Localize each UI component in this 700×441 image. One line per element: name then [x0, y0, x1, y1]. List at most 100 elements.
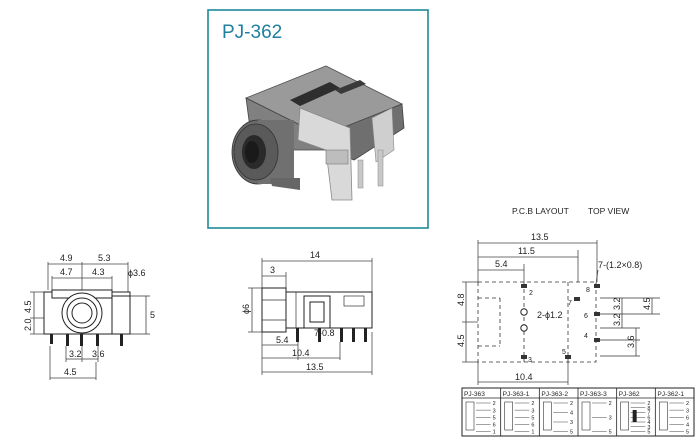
front-socket-inner	[71, 302, 93, 324]
schematic-label: PJ-363	[464, 391, 485, 398]
schematic-pin-number: 4	[647, 420, 650, 426]
schematic-jack	[581, 401, 591, 431]
schematic-pin-number: 3	[609, 415, 612, 421]
pcb-dim-4.5: 4.5	[456, 334, 466, 347]
schematic-pin-number: 3	[570, 420, 573, 426]
schematic-pin-number: 2	[493, 401, 496, 407]
pcb-view-label: TOP VIEW	[588, 206, 629, 216]
schematic-label: PJ-363-3	[580, 391, 607, 398]
pcb-dim-4.8: 4.8	[456, 293, 466, 306]
schematic-label: PJ-362	[619, 391, 640, 398]
schematic-pin-number: 3	[531, 408, 534, 414]
front-dim-3.6: 3.6	[92, 349, 105, 359]
pcb-slot	[521, 284, 527, 288]
schematic-label: PJ-363-1	[503, 391, 530, 398]
pcb-dim-5.4: 5.4	[495, 259, 508, 269]
schematic-pin-number: 4	[570, 411, 573, 417]
front-dim-4.9: 4.9	[60, 253, 73, 263]
schematic-pin-number: 3	[686, 408, 689, 414]
jack-3d-render	[231, 65, 405, 201]
pcb-pin-7: 7	[568, 300, 572, 307]
pcb-dim-11.5: 11.5	[518, 246, 535, 256]
schematic-pin-number: 2	[609, 401, 612, 407]
pcb-slot	[521, 355, 527, 359]
pcb-pin-3: 3	[528, 357, 532, 364]
side-dim-13.5: 13.5	[306, 362, 324, 372]
pcb-title: P.C.B LAYOUT	[512, 206, 569, 216]
schematic-jack	[543, 401, 552, 431]
pcb-slot	[565, 355, 571, 359]
schematic-jack	[504, 401, 513, 431]
pcb-pin-8: 8	[586, 287, 590, 294]
schematic-jack	[465, 401, 475, 431]
front-dim-4.3: 4.3	[92, 267, 105, 277]
side-dim-pins: 7-0.8	[314, 328, 335, 338]
pcb-slot	[594, 338, 600, 342]
pcb-dim-10.4: 10.4	[515, 372, 533, 382]
front-dim-4.7: 4.7	[60, 267, 73, 277]
pcb-dim-3.6: 3.6	[626, 335, 636, 348]
schematic-pin-number: 6	[531, 423, 534, 429]
pcb-pin-2: 2	[529, 290, 533, 297]
schematic-pin-number: 3	[647, 425, 650, 431]
schematic-pin-number: 2	[531, 401, 534, 407]
side-dim-3: 3	[270, 265, 275, 275]
schematic-pin-number: 5	[609, 430, 612, 436]
schematic-pin-number: 2	[647, 401, 650, 407]
pcb-dim-holes: 2-ϕ1.2	[537, 310, 563, 320]
side-view: 14 3 ϕ6 7-0.8 5.4 10.4 13.5	[241, 250, 373, 375]
schematic-pin-number: 5	[570, 430, 573, 436]
pcb-slot	[594, 284, 600, 288]
front-dim-dia3.6: ϕ3.6	[128, 268, 146, 278]
front-dim-3.2: 3.2	[69, 349, 82, 359]
schematic-pin-number: 1	[531, 430, 534, 436]
schematic-jack	[620, 401, 629, 431]
schematic-pin-number: 7	[647, 411, 650, 417]
pcb-pin-5: 5	[562, 349, 566, 356]
pcb-pin-6: 6	[584, 313, 588, 320]
schematic-pin-number: 5	[686, 430, 689, 436]
schematic-pin-number: 2	[570, 401, 573, 407]
side-barrel	[261, 287, 287, 333]
front-view: 4.9 5.3 4.7 4.3 ϕ3.6 4.5 2.0 5	[23, 253, 155, 380]
schematic-pin-number: 4	[686, 423, 689, 429]
front-dim-5.3: 5.3	[98, 253, 111, 263]
schematic-table: PJ-36323561PJ-363-123561PJ-363-22435PJ-3…	[461, 387, 695, 437]
product-title: PJ-362	[222, 22, 282, 43]
pcb-outline	[477, 281, 597, 363]
front-dim-4.5b: 4.5	[64, 367, 77, 377]
schematic-pin-number: 6	[493, 423, 496, 429]
schematic-pin-number: 6	[647, 415, 650, 421]
product-panel: PJ-362	[207, 9, 429, 229]
pcb-layout: 2 8 7 6 4 3 5 2-ϕ1.2 13.5 11.5 5.4 7-(1.…	[456, 232, 660, 385]
front-dim-4.5: 4.5	[23, 300, 33, 313]
schematic-pin-number: 3	[493, 408, 496, 414]
pcb-slot	[574, 297, 580, 301]
schematic-pin-number: 2	[686, 401, 689, 407]
pcb-slot	[594, 312, 600, 316]
pcb-hole	[520, 324, 528, 332]
side-dim-10.4: 10.4	[292, 348, 310, 358]
pcb-pin-4: 4	[584, 333, 588, 340]
front-dim-5: 5	[150, 310, 155, 320]
schematic-pin-number: 1	[493, 430, 496, 436]
pcb-hole	[520, 308, 528, 316]
schematic-label: PJ-362-1	[657, 391, 684, 398]
schematic-pin-number: 5	[647, 430, 650, 436]
schematic-pin-number: 8	[647, 406, 650, 412]
schematic-switch	[632, 410, 637, 422]
pcb-dim-3.2b: 3.2	[612, 313, 622, 326]
side-dim-14: 14	[310, 250, 320, 260]
pcb-dim-13.5: 13.5	[531, 232, 549, 242]
pcb-dim-slots: 7-(1.2×0.8)	[598, 260, 642, 270]
front-dim-2.0: 2.0	[23, 318, 33, 331]
schematic-jack	[659, 401, 668, 431]
side-dim-dia6: ϕ6	[241, 304, 251, 314]
pcb-dim-3.2a: 3.2	[612, 297, 622, 310]
side-dim-5.4: 5.4	[276, 335, 289, 345]
pcb-dim-4.5r: 4.5	[642, 297, 652, 310]
schematic-pin-number: 5	[493, 415, 496, 421]
schematic-label: PJ-363-2	[541, 391, 568, 398]
schematic-pin-number: 5	[531, 415, 534, 421]
